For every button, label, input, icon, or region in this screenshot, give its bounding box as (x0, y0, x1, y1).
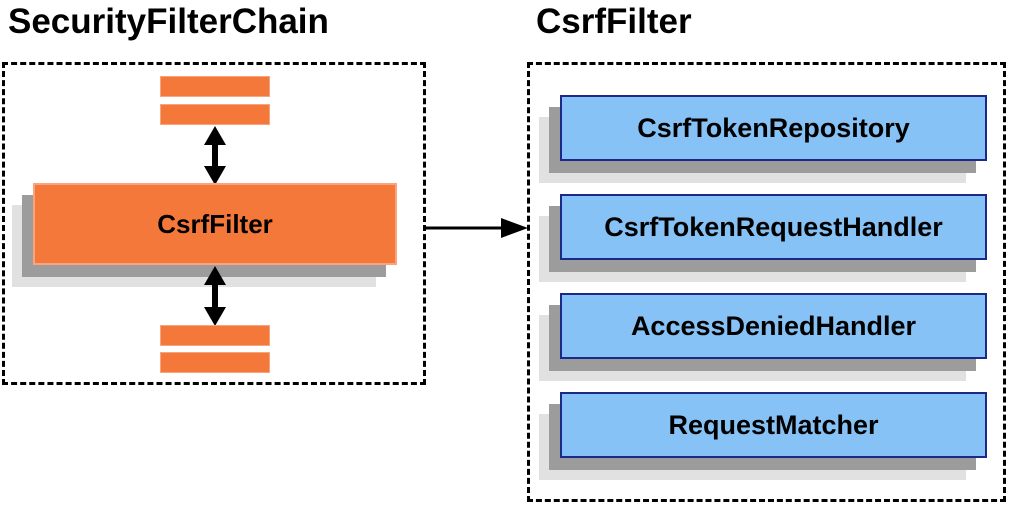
filter-bar (160, 352, 270, 373)
filter-bar (160, 76, 270, 97)
csrf-filter-node-label: CsrfFilter (157, 208, 273, 239)
filter-bar (160, 325, 270, 346)
csrf-filter-title: CsrfFilter (536, 2, 692, 41)
access-denied-handler-node: AccessDeniedHandler (560, 293, 987, 359)
csrf-token-repository-node: CsrfTokenRepository (560, 95, 987, 161)
security-filter-chain-container (2, 62, 426, 385)
flow-arrow-icon (425, 218, 528, 238)
request-matcher-node: RequestMatcher (560, 392, 987, 458)
double-arrow-icon (204, 266, 226, 326)
filter-bar (160, 104, 270, 125)
csrf-filter-node: CsrfFilter (33, 183, 397, 265)
csrf-token-request-handler-node: CsrfTokenRequestHandler (560, 194, 987, 260)
security-filter-chain-title: SecurityFilterChain (8, 2, 329, 41)
double-arrow-icon (204, 126, 226, 185)
csrf-filter-container (527, 62, 1006, 502)
